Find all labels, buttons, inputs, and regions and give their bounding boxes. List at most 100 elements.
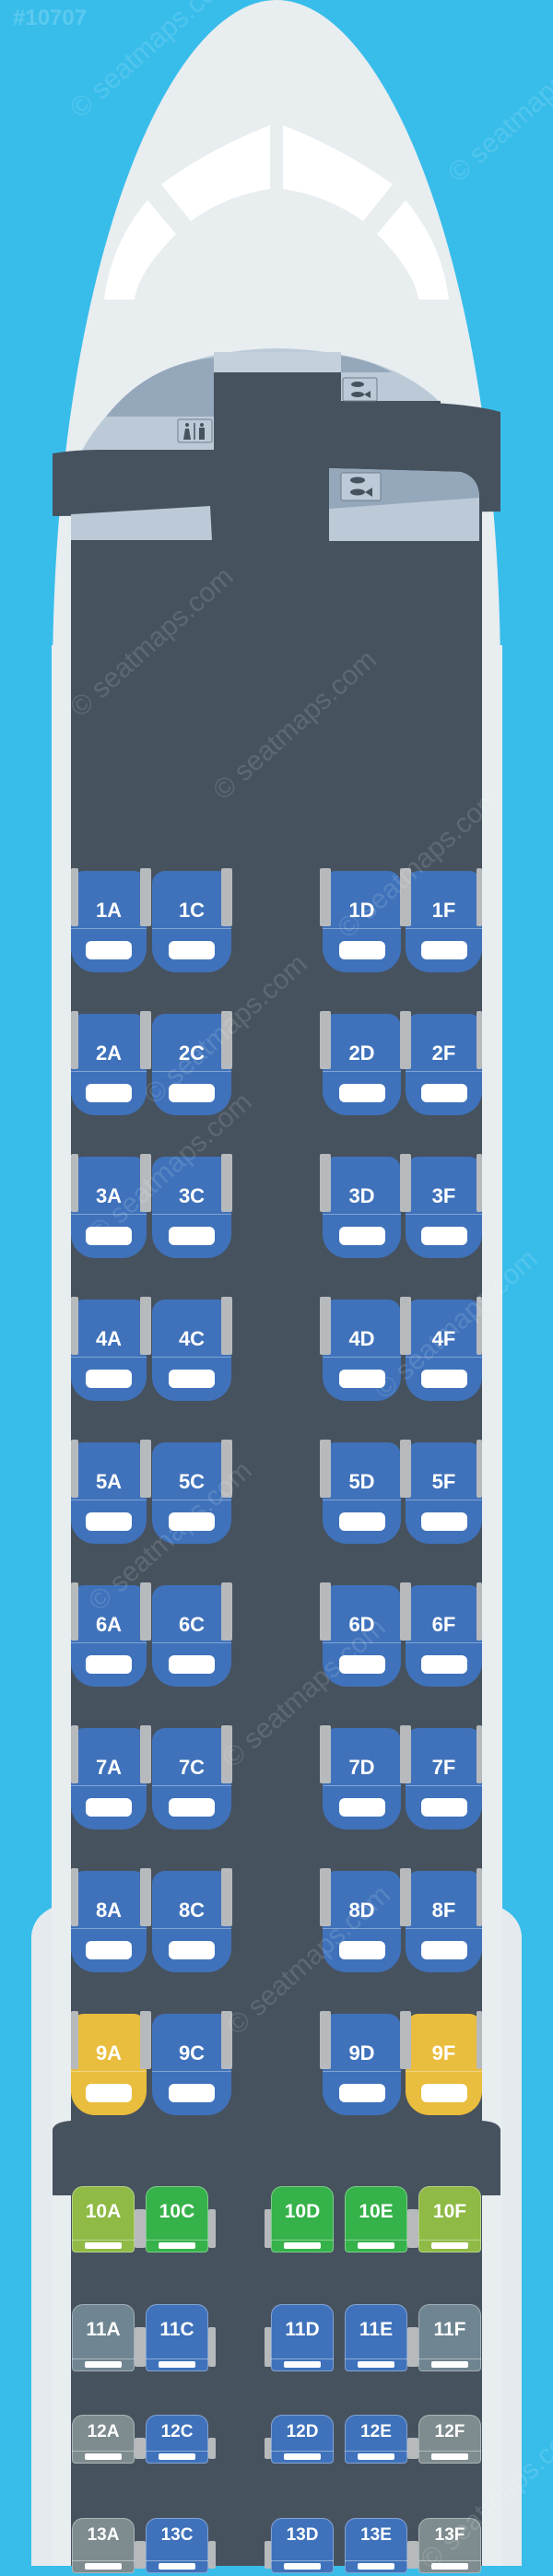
seat-label: 13D (286, 2525, 319, 2545)
seat-label: 13C (160, 2525, 194, 2545)
seat-divider (72, 2358, 135, 2359)
seat-11F[interactable]: 11F (418, 2304, 481, 2371)
seat-divider (152, 2071, 231, 2072)
seat-label: 4C (178, 1327, 206, 1350)
seat-1C[interactable]: 1C (152, 871, 231, 972)
seat-8A[interactable]: 8A (71, 1871, 147, 1972)
seat-6C[interactable]: 6C (152, 1585, 231, 1687)
seat-cushion (284, 2453, 321, 2460)
seat-label: 4D (348, 1327, 375, 1350)
seat-cushion (431, 2361, 468, 2368)
seat-11D[interactable]: 11D (271, 2304, 334, 2371)
seat-10D[interactable]: 10D (271, 2186, 334, 2253)
armrest (320, 1154, 331, 1212)
armrest (140, 868, 151, 926)
seat-divider (323, 1785, 401, 1786)
seat-cushion (431, 2453, 468, 2460)
seat-7F[interactable]: 7F (406, 1728, 482, 1829)
seat-1D[interactable]: 1D (323, 871, 401, 972)
seat-divider (345, 2451, 407, 2452)
seat-divider (323, 1071, 401, 1072)
seat-8F[interactable]: 8F (406, 1871, 482, 1972)
seat-8C[interactable]: 8C (152, 1871, 231, 1972)
seat-8D[interactable]: 8D (323, 1871, 401, 1972)
seat-13D[interactable]: 13D (271, 2518, 334, 2573)
seat-10C[interactable]: 10C (146, 2186, 208, 2253)
seat-9A[interactable]: 9A (71, 2014, 147, 2115)
seat-12C[interactable]: 12C (146, 2415, 208, 2464)
seat-5D[interactable]: 5D (323, 1442, 401, 1544)
seat-4D[interactable]: 4D (323, 1300, 401, 1401)
seat-3C[interactable]: 3C (152, 1157, 231, 1258)
seat-cushion (169, 2084, 215, 2102)
seat-1F[interactable]: 1F (406, 871, 482, 972)
seat-divider (152, 1642, 231, 1643)
seat-7A[interactable]: 7A (71, 1728, 147, 1829)
map-id: #10707 (13, 6, 88, 30)
seat-cushion (86, 941, 132, 959)
seat-13F[interactable]: 13F (418, 2518, 481, 2573)
seat-cushion (420, 1512, 467, 1531)
seat-5A[interactable]: 5A (71, 1442, 147, 1544)
seat-cushion (420, 1227, 467, 1245)
armrest (400, 868, 411, 926)
seat-10E[interactable]: 10E (345, 2186, 407, 2253)
seat-4C[interactable]: 4C (152, 1300, 231, 1401)
armrest (208, 2209, 216, 2248)
seat-cushion (86, 1941, 132, 1959)
seat-7D[interactable]: 7D (323, 1728, 401, 1829)
seat-12F[interactable]: 12F (418, 2415, 481, 2464)
seat-2D[interactable]: 2D (323, 1014, 401, 1115)
seat-9C[interactable]: 9C (152, 2014, 231, 2115)
seat-3D[interactable]: 3D (323, 1157, 401, 1258)
seat-cushion (338, 1941, 385, 1959)
seat-13E[interactable]: 13E (345, 2518, 407, 2573)
armrest (400, 1725, 411, 1783)
seat-11E[interactable]: 11E (345, 2304, 407, 2371)
seat-cushion (420, 1084, 467, 1102)
seat-9D[interactable]: 9D (323, 2014, 401, 2115)
seat-2C[interactable]: 2C (152, 1014, 231, 1115)
armrest (477, 1297, 482, 1355)
seat-13A[interactable]: 13A (72, 2518, 135, 2573)
seat-cushion (338, 1512, 385, 1531)
armrest (320, 1440, 331, 1498)
seat-2F[interactable]: 2F (406, 1014, 482, 1115)
seat-12E[interactable]: 12E (345, 2415, 407, 2464)
seat-3F[interactable]: 3F (406, 1157, 482, 1258)
seat-12D[interactable]: 12D (271, 2415, 334, 2464)
seat-label: 12E (360, 2422, 392, 2441)
seat-cushion (338, 1370, 385, 1388)
seat-4F[interactable]: 4F (406, 1300, 482, 1401)
armrest (477, 1868, 482, 1926)
seat-label: 4A (95, 1327, 123, 1350)
seat-5F[interactable]: 5F (406, 1442, 482, 1544)
seat-3A[interactable]: 3A (71, 1157, 147, 1258)
seat-label: 11D (285, 2319, 320, 2340)
seat-cushion (169, 1370, 215, 1388)
seat-10F[interactable]: 10F (418, 2186, 481, 2253)
seat-9F[interactable]: 9F (406, 2014, 482, 2115)
seat-5C[interactable]: 5C (152, 1442, 231, 1544)
armrest (407, 2438, 418, 2459)
seat-11A[interactable]: 11A (72, 2304, 135, 2371)
seat-7C[interactable]: 7C (152, 1728, 231, 1829)
seat-4A[interactable]: 4A (71, 1300, 147, 1401)
seat-6D[interactable]: 6D (323, 1585, 401, 1687)
seat-11C[interactable]: 11C (146, 2304, 208, 2371)
seat-cushion (431, 2563, 468, 2570)
seat-12A[interactable]: 12A (72, 2415, 135, 2464)
seat-cushion (169, 1798, 215, 1817)
seat-label: 7D (348, 1756, 375, 1779)
seat-6F[interactable]: 6F (406, 1585, 482, 1687)
seat-divider (71, 1214, 147, 1215)
seat-cushion (420, 941, 467, 959)
seat-6A[interactable]: 6A (71, 1585, 147, 1687)
seat-13C[interactable]: 13C (146, 2518, 208, 2573)
seat-1A[interactable]: 1A (71, 871, 147, 972)
seat-cushion (420, 1941, 467, 1959)
armrest (265, 2209, 272, 2248)
seat-divider (71, 1642, 147, 1643)
seat-2A[interactable]: 2A (71, 1014, 147, 1115)
seat-10A[interactable]: 10A (72, 2186, 135, 2253)
